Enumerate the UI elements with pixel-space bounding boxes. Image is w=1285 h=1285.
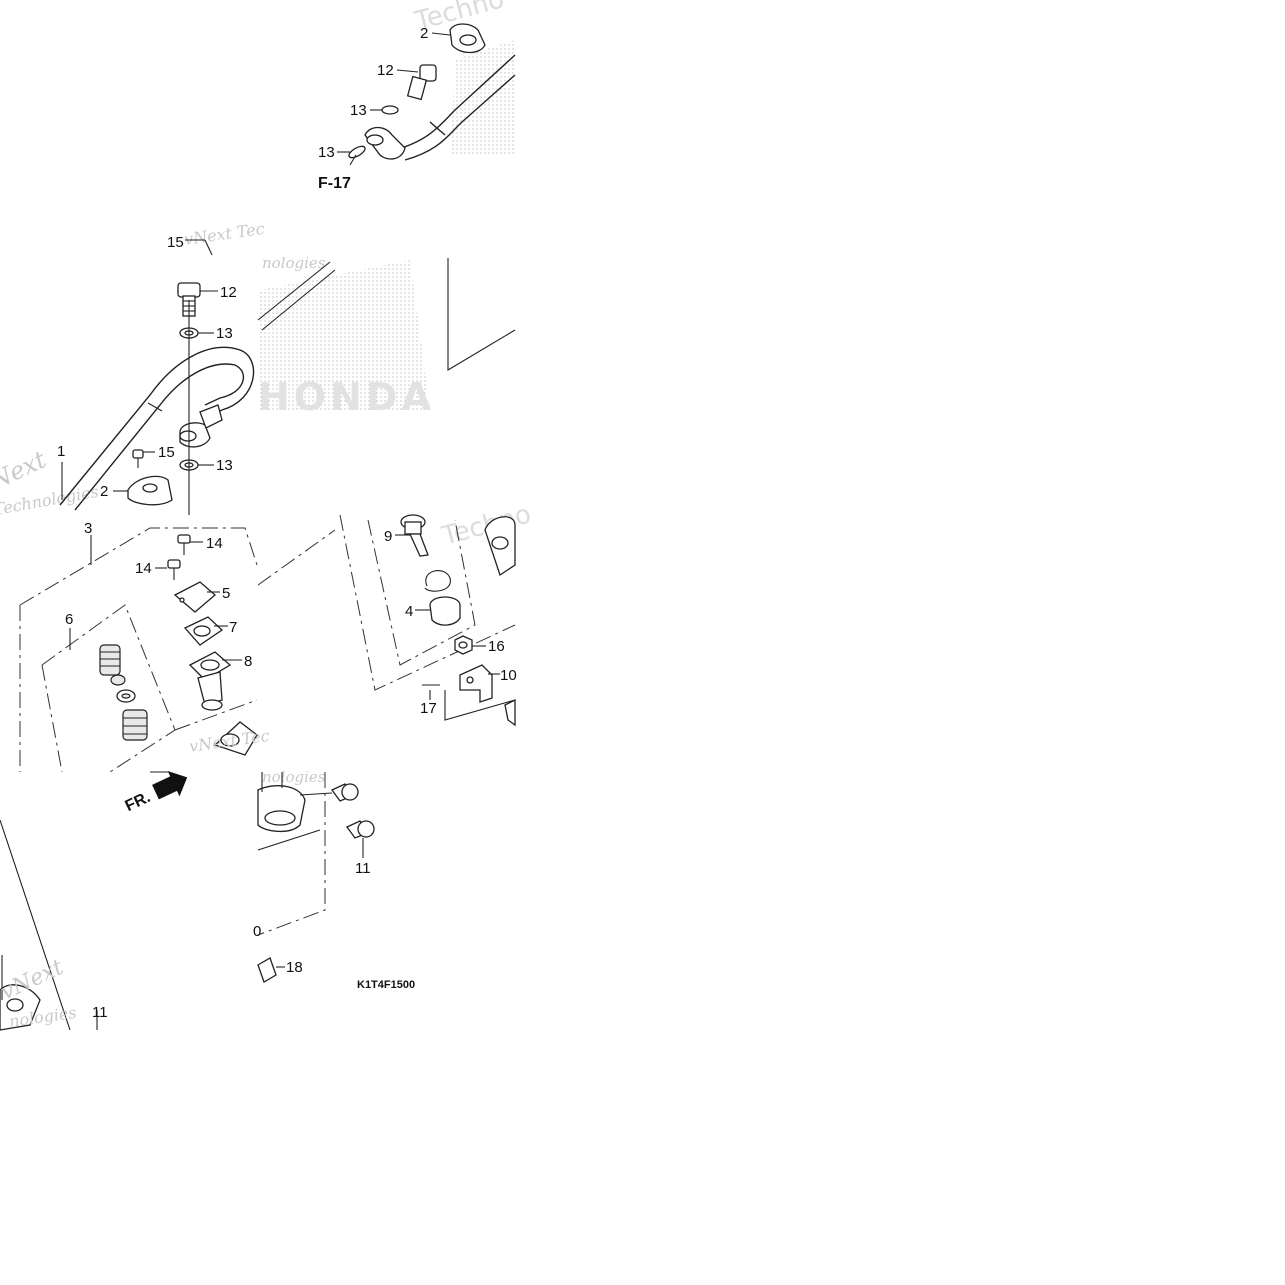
brake-hose-part-1 <box>59 346 255 506</box>
screw-part-11-a <box>331 783 359 802</box>
label-2-top: 2 <box>420 25 428 42</box>
label-14-b: 14 <box>135 560 152 577</box>
bolt-part-12-mid <box>177 282 201 298</box>
label-9: 9 <box>384 528 392 545</box>
watermark-vnext-lower: vNext Tec <box>188 726 271 756</box>
label-13-b: 13 <box>318 144 335 161</box>
label-13-a: 13 <box>350 102 367 119</box>
bolt-part-14-a <box>177 534 191 544</box>
washer-part-13-b <box>348 145 366 159</box>
circlip <box>424 570 451 592</box>
bolt-part-14-b <box>167 559 181 569</box>
label-18: 18 <box>286 959 303 976</box>
label-14-a: 14 <box>206 535 223 552</box>
clip-part-18 <box>257 957 277 983</box>
label-17: 17 <box>420 700 437 717</box>
label-1: 1 <box>57 443 65 460</box>
watermark-nologies-mid: nologies <box>262 254 326 272</box>
watermark-next-mid: Next <box>0 445 51 496</box>
tile-mid-center: nologies HONDA <box>257 254 516 419</box>
front-arrow: FR. <box>123 770 188 815</box>
label-11-bottom: 11 <box>92 1004 108 1021</box>
label-2-mid: 2 <box>100 483 108 500</box>
label-13-c: 13 <box>216 325 233 342</box>
tile-lower-left: vNext Tec 3 14 14 5 6 7 8 <box>19 520 271 773</box>
label-11-right: 11 <box>355 860 371 877</box>
label-15-top: 15 <box>167 234 184 251</box>
diagram-code: K1T4F1500 <box>357 979 415 991</box>
section-ref-f17: F-17 <box>318 175 351 192</box>
cover-part-5 <box>173 581 216 613</box>
label-10: 10 <box>500 667 517 684</box>
bolt-part-12-top <box>419 64 437 82</box>
watermark-technologies-mid: Technologies <box>0 482 100 519</box>
tile-bottom-center: nologies 0 11 18 K1T4F1500 <box>253 768 415 991</box>
label-6: 6 <box>65 611 73 628</box>
label-15-mid: 15 <box>158 444 175 461</box>
label-0-partial: 0 <box>253 923 261 940</box>
screw-part-11-b <box>346 820 375 839</box>
label-3: 3 <box>84 520 92 537</box>
valve-part-9 <box>400 514 429 557</box>
label-12-mid: 12 <box>220 284 237 301</box>
label-7: 7 <box>229 619 237 636</box>
label-8: 8 <box>244 653 252 670</box>
watermark-nologies-bottom-center: nologies <box>262 768 326 786</box>
tile-top: Techno 2 12 13 13 F-17 <box>318 0 516 192</box>
valve-assembly-part-6 <box>99 644 148 741</box>
bolt-part-15-mid <box>132 449 144 459</box>
tile-mid-left: vNext Tec Next Technologies <box>0 219 266 519</box>
label-4: 4 <box>405 603 413 620</box>
label-12-top: 12 <box>377 62 394 79</box>
label-5: 5 <box>222 585 230 602</box>
bracket-part-10 <box>459 664 493 703</box>
cup-part-4 <box>429 596 461 626</box>
label-16: 16 <box>488 638 505 655</box>
washer-part-13-a <box>381 105 399 115</box>
tile-bottom-left: FR. vNext nologies 11 <box>0 770 188 1031</box>
front-label: FR. <box>123 789 154 815</box>
watermark-techno-lower: Techno <box>438 499 534 552</box>
honda-watermark: HONDA <box>258 375 435 419</box>
label-13-d: 13 <box>216 457 233 474</box>
tile-lower-center: Techno 9 <box>257 499 534 727</box>
watermark-vnext-mid: vNext Tec <box>183 219 266 249</box>
